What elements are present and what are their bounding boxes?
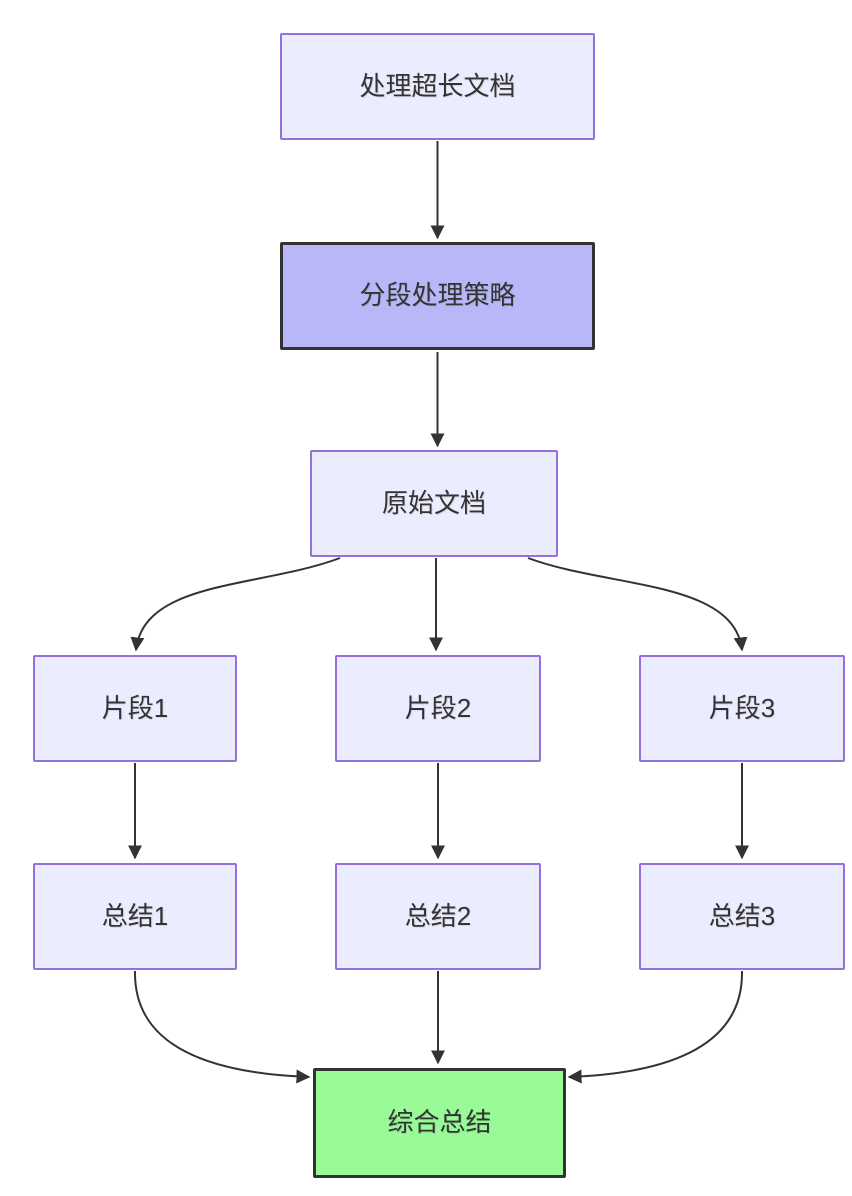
node-fragment-3-label: 片段3 xyxy=(708,692,776,723)
node-summary-3: 总结3 xyxy=(639,863,845,970)
edge-e1-f xyxy=(133,970,311,1084)
edge-e3-f xyxy=(567,970,744,1084)
node-summary-3-label: 总结3 xyxy=(708,900,776,931)
node-original-document: 原始文档 xyxy=(310,450,558,557)
node-summary-1-label: 总结1 xyxy=(101,900,169,931)
edge-c-d1 xyxy=(130,557,341,652)
edge-c-d3 xyxy=(527,557,748,652)
node-original-document-label: 原始文档 xyxy=(381,487,486,518)
node-fragment-2-label: 片段2 xyxy=(404,692,472,723)
node-summary-1: 总结1 xyxy=(33,863,237,970)
node-summary-2: 总结2 xyxy=(335,863,541,970)
node-process-long-document-label: 处理超长文档 xyxy=(359,70,516,101)
node-segmentation-strategy: 分段处理策略 xyxy=(280,242,595,350)
node-process-long-document: 处理超长文档 xyxy=(280,33,595,140)
node-fragment-3: 片段3 xyxy=(639,655,845,762)
node-fragment-1: 片段1 xyxy=(33,655,237,762)
node-final-summary-label: 综合总结 xyxy=(387,1107,492,1138)
node-final-summary: 综合总结 xyxy=(313,1068,566,1178)
node-summary-2-label: 总结2 xyxy=(404,900,472,931)
node-fragment-1-label: 片段1 xyxy=(101,692,169,723)
node-fragment-2: 片段2 xyxy=(335,655,541,762)
node-segmentation-strategy-label: 分段处理策略 xyxy=(359,280,516,311)
